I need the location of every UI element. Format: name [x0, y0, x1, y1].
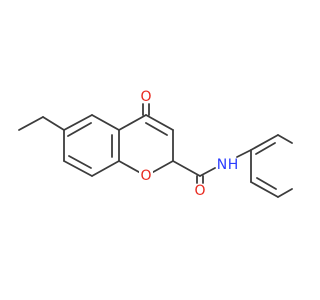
bond-amide-c [172, 160, 201, 177]
bond-benz-1 [63, 114, 93, 131]
bond-pyr-2 [145, 114, 174, 131]
ring-oxygen-chromone: O [139, 168, 153, 184]
bond-nh-ring [236, 149, 252, 158]
bond-bz2-4 [250, 181, 279, 198]
bond-bz2-4-inner [256, 177, 277, 190]
chemical-structure: O O O N H [18, 89, 293, 199]
svg-text:N: N [217, 157, 227, 173]
bonds [18, 103, 293, 198]
bond-bz2-2 [277, 134, 293, 144]
bond-benz-1-inner [67, 122, 92, 137]
atom-labels: O O O N H [139, 89, 238, 199]
bond-pyr-1 [118, 114, 147, 131]
svg-text:H: H [228, 157, 239, 173]
svg-text:O: O [140, 168, 151, 184]
bond-bz2-1-inner [255, 142, 276, 155]
bond-amide-cn [199, 167, 216, 177]
bond-benz-2 [91, 114, 120, 131]
svg-text:O: O [194, 183, 205, 199]
bond-benz-4 [91, 160, 120, 177]
bond-pyr-2-inner [145, 122, 168, 136]
bond-benz-5-inner [68, 155, 92, 169]
svg-text:O: O [140, 89, 151, 105]
amide-oxygen: O [194, 183, 205, 199]
bond-bz2-5 [277, 188, 293, 198]
amide-nitrogen: N H [217, 157, 239, 173]
bond-benz-5 [63, 160, 93, 177]
carbonyl-oxygen-top: O [140, 89, 151, 105]
bond-ethyl-ch2 [42, 116, 65, 131]
bond-bz2-1 [250, 134, 279, 151]
bond-ethyl-ch3 [18, 116, 44, 131]
